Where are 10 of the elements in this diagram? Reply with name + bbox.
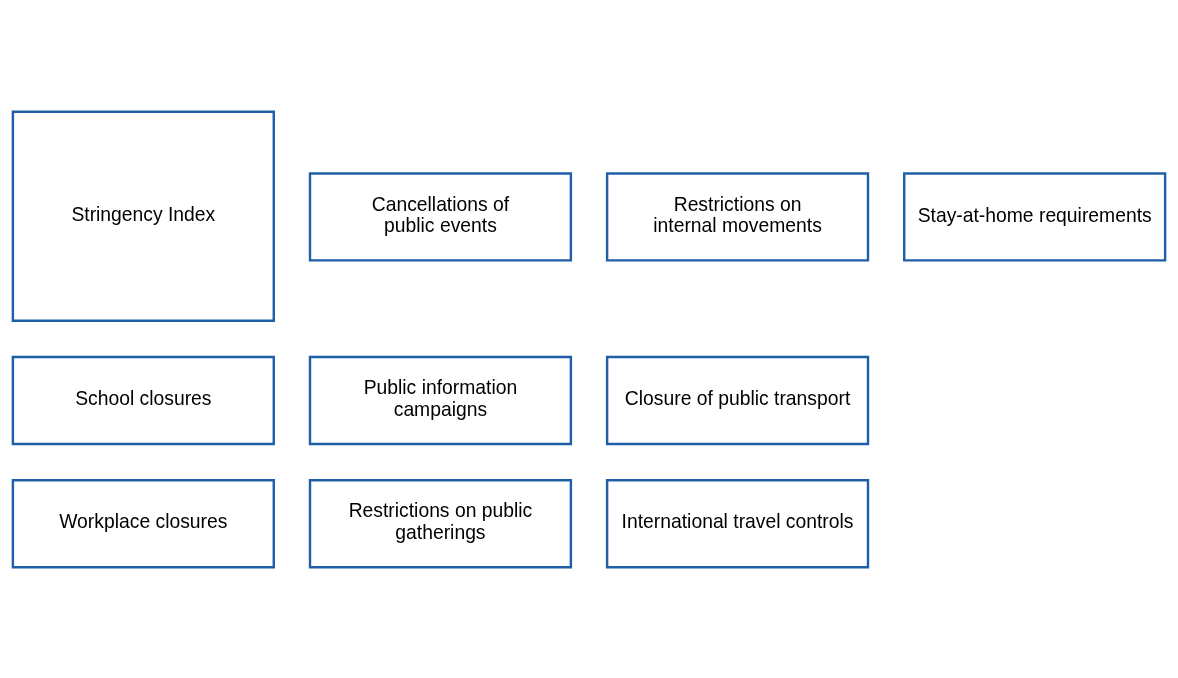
node-box: Restrictions on public gatherings <box>308 478 573 568</box>
node-box: Closure of public transport <box>605 355 870 445</box>
node-box: Cancellations of public events <box>308 171 573 262</box>
node-box: School closures <box>11 355 275 445</box>
node-box: Stay-at-home requirements <box>903 171 1167 262</box>
node-box: Workplace closures <box>11 478 275 568</box>
node-box: Stringency Index <box>11 110 275 322</box>
node-box: Restrictions on internal movements <box>605 171 870 262</box>
node-box: International travel controls <box>605 478 870 568</box>
node-box: Public information campaigns <box>308 355 573 445</box>
